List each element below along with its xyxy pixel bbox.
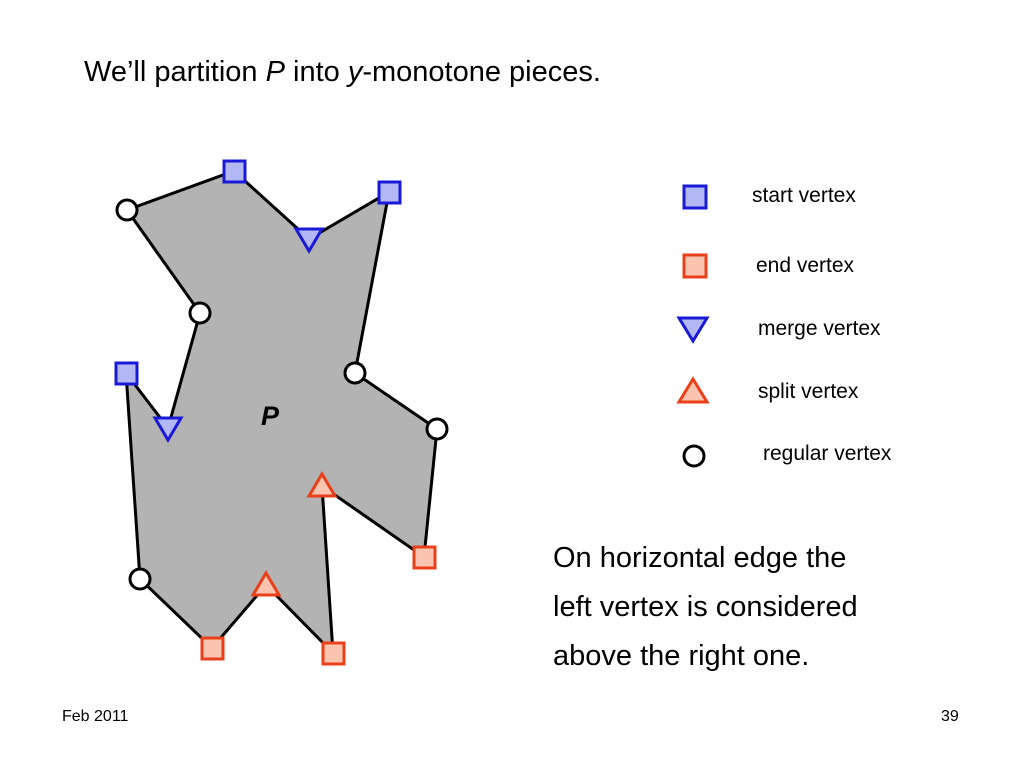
title-var-p: P <box>265 56 285 88</box>
footer-date: Feb 2011 <box>62 708 129 725</box>
end-vertex <box>200 636 225 661</box>
regular-vertex <box>188 301 212 325</box>
regular-vertex <box>115 198 139 222</box>
horizontal-edge-note: On horizontal edge the left vertex is co… <box>553 534 973 681</box>
start-vertex <box>114 361 139 386</box>
regular-vertex <box>128 567 152 591</box>
split-vertex <box>250 570 282 597</box>
legend-label-regular: regular vertex <box>763 442 892 465</box>
note-line: above the right one. <box>553 640 810 672</box>
legend-circle-icon <box>682 444 706 468</box>
legend-label-merge: merge vertex <box>758 317 881 340</box>
title-var-y: y <box>347 56 363 88</box>
end-vertex <box>412 545 437 570</box>
legend-label-split: split vertex <box>758 380 859 403</box>
note-line: On horizontal edge the <box>553 542 847 574</box>
regular-vertex <box>425 417 449 441</box>
legend-down-triangle-icon <box>676 316 710 344</box>
legend-label-end: end vertex <box>756 254 855 277</box>
merge-vertex <box>293 227 325 254</box>
legend-square-icon <box>682 184 708 210</box>
end-vertex <box>321 641 346 666</box>
polygon-p <box>124 169 439 657</box>
note-line: left vertex is considered <box>553 591 858 623</box>
start-vertex <box>377 180 402 205</box>
footer-page-number: 39 <box>941 708 959 725</box>
legend-up-triangle-icon <box>676 376 710 404</box>
title-text: -monotone pieces. <box>362 56 601 88</box>
split-vertex <box>306 471 338 498</box>
regular-vertex <box>343 361 367 385</box>
polygon-label: P <box>261 401 280 431</box>
legend-square-icon <box>682 253 708 279</box>
title-text: We’ll partition <box>84 56 266 88</box>
title-text: into <box>284 56 348 88</box>
slide-title: We’ll partition P into y-monotone pieces… <box>84 56 601 89</box>
legend-label-start: start vertex <box>752 184 856 207</box>
merge-vertex <box>152 416 184 443</box>
start-vertex <box>222 159 247 184</box>
